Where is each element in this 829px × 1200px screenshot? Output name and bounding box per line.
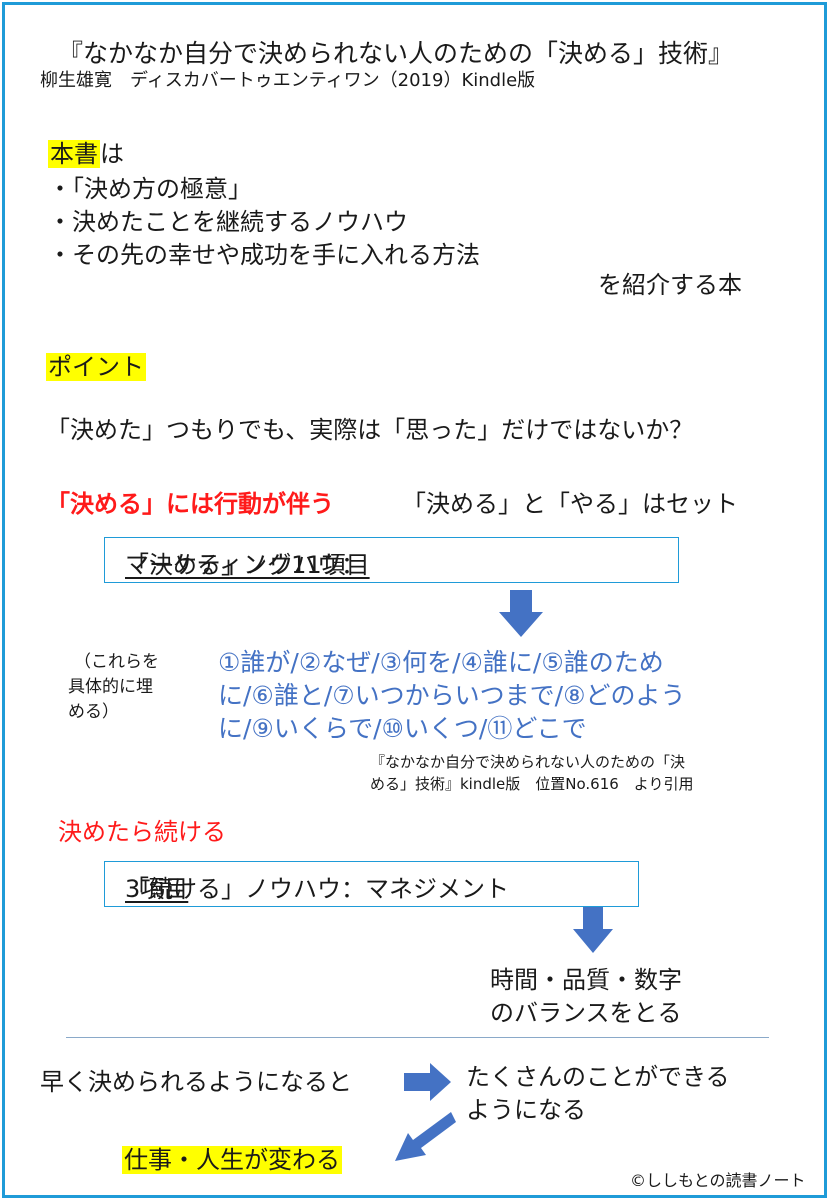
continue-heading: 決めたら続ける <box>58 818 226 846</box>
book-title: 『なかなか自分で決められない人のための「決める」技術』 <box>58 39 734 68</box>
intro-item-3: ・その先の幸せや成功を手に入れる方法 <box>48 241 480 269</box>
citation-line-1: 『なかなか自分で決められない人のための「決 <box>370 753 686 771</box>
point-label: ポイント <box>46 353 146 381</box>
marketing-items-line-3: に/⑨いくらで/⑩いくつ/⑪どこで <box>218 714 587 743</box>
continue-knowhow-underlined: 3項目 <box>125 875 189 903</box>
intro-highlight: 本書 <box>48 140 100 168</box>
bottom-right-line-1: たくさんのことができる <box>466 1063 730 1091</box>
intro-tail: は <box>100 140 124 168</box>
intro-heading: 本書は <box>48 134 124 169</box>
decide-heading: 「決める」には行動が伴う <box>46 490 334 518</box>
divider <box>66 1037 769 1038</box>
point-question: 「決めた」つもりでも、実際は「思った」だけではないか？ <box>46 416 694 444</box>
decide-set-text: 「決める」と「やる」はセット <box>402 490 738 518</box>
decide-knowhow-box: 「決める」ノウハウ：マーケティング11項目 <box>104 537 679 583</box>
side-note-2: 具体的に埋 <box>68 677 153 697</box>
citation-line-2: める」技術』kindle版 位置No.616 より引用 <box>370 775 694 793</box>
side-note-1: （これらを <box>74 652 159 672</box>
decide-knowhow-underlined: マーケティング11項目 <box>125 551 370 579</box>
bottom-right-line-2: ようになる <box>466 1096 586 1124</box>
final-text: 仕事・人生が変わる <box>122 1146 342 1174</box>
intro-conclusion: を紹介する本 <box>598 271 742 299</box>
book-subtitle: 柳生雄寛 ディスカバートゥエンティワン（2019）Kindle版 <box>40 70 536 91</box>
result-line-1: 時間・品質・数字 <box>490 966 682 994</box>
result-line-2: のバランスをとる <box>490 999 682 1027</box>
marketing-items-line-1: ①誰が/②なぜ/③何を/④誰に/⑤誰のため <box>218 648 664 677</box>
down-arrow-icon-2 <box>573 907 613 953</box>
right-arrow-icon <box>404 1063 451 1101</box>
credit: ©ししもとの読書ノート <box>630 1171 806 1190</box>
side-note-3: める） <box>68 702 119 722</box>
intro-item-1: ・「決め方の極意」 <box>48 175 252 203</box>
diagonal-arrow-icon <box>395 1112 456 1161</box>
down-arrow-icon <box>499 590 543 637</box>
marketing-items-line-2: に/⑥誰と/⑦いつからいつまで/⑧どのよう <box>218 681 686 710</box>
bottom-left-text: 早く決められるようになると <box>40 1068 352 1096</box>
intro-item-2: ・決めたことを継続するノウハウ <box>48 208 408 236</box>
